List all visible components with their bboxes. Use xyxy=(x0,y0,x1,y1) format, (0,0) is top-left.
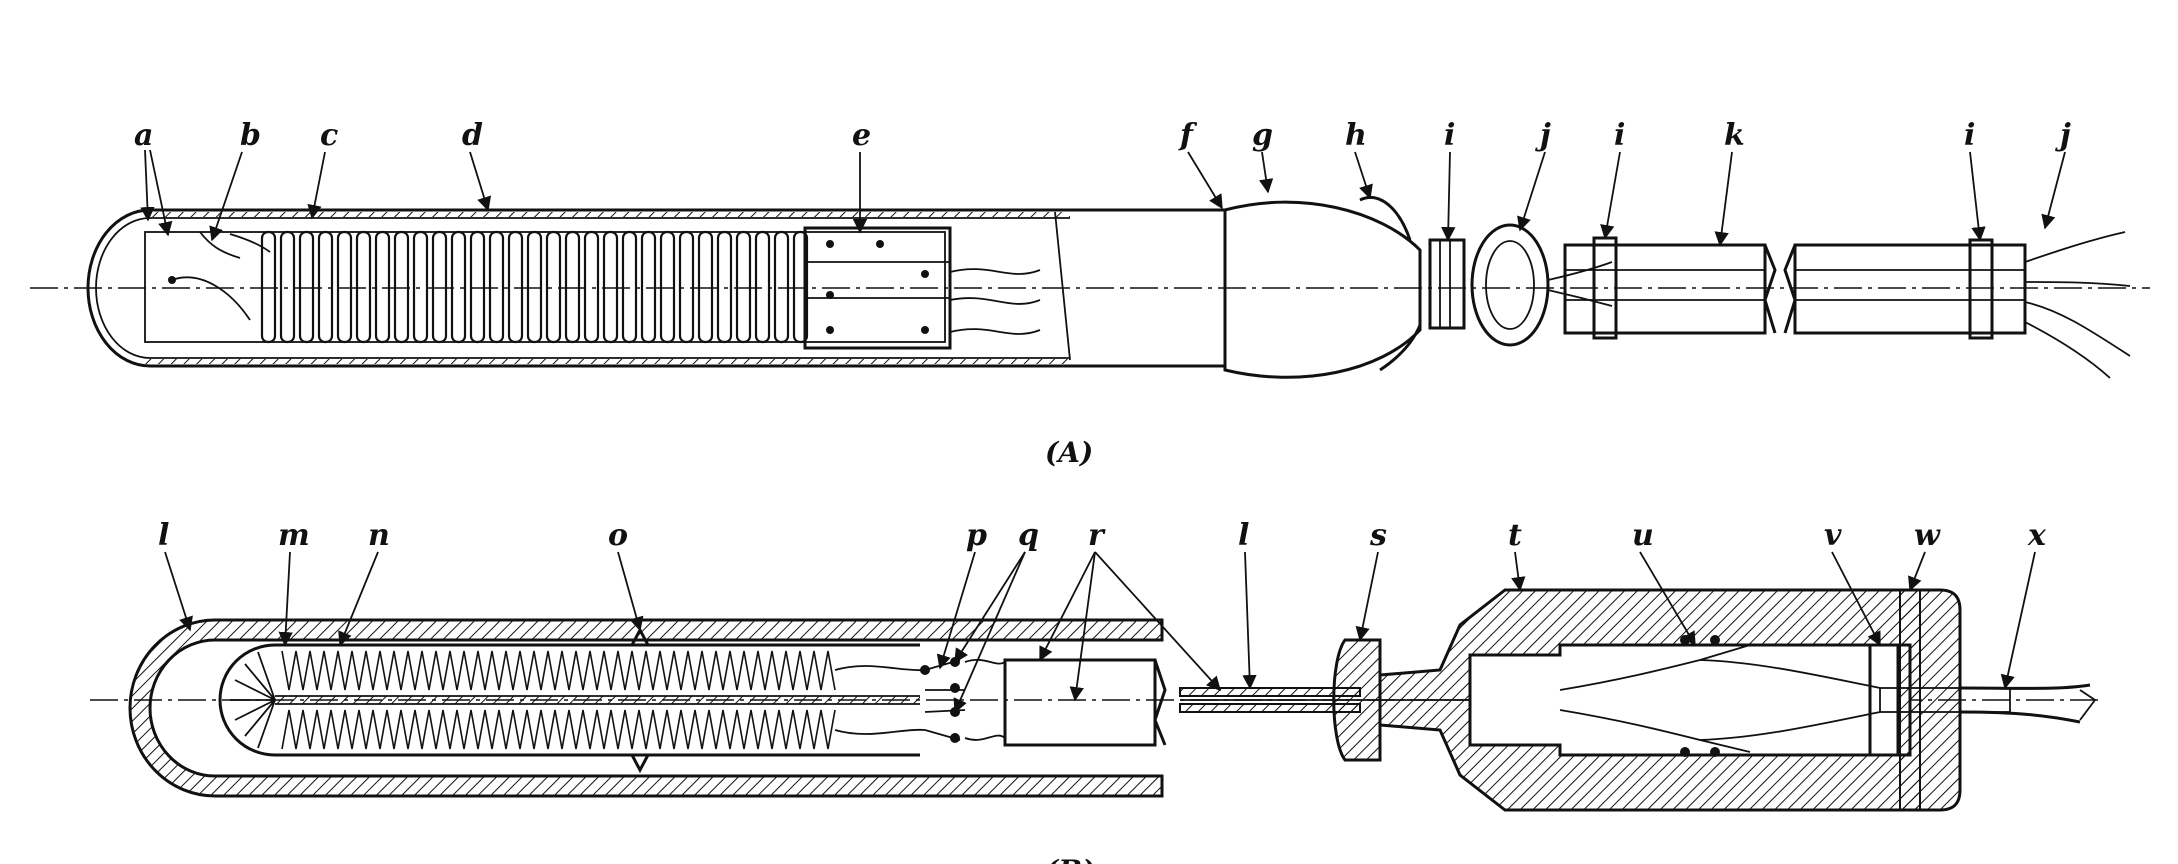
head-t xyxy=(1378,588,1962,812)
fan-end xyxy=(230,651,276,749)
resistance-coil-a xyxy=(260,230,809,344)
label-i-1: i xyxy=(1444,118,1455,153)
label-d: d xyxy=(462,118,483,153)
label-j-1: j xyxy=(1535,118,1551,153)
label-h: h xyxy=(1345,118,1367,153)
gland-nut-s xyxy=(1332,638,1382,762)
label-i-3: i xyxy=(1964,118,1975,153)
labels-a: a b c d e f g h i j i k i j xyxy=(134,118,2071,153)
lead-wires-a xyxy=(168,231,271,321)
label-w: w xyxy=(1914,518,1941,553)
label-q: q xyxy=(1018,518,1039,553)
label-o: o xyxy=(608,518,628,553)
caption-a: (A) xyxy=(1045,436,1093,469)
label-x: x xyxy=(2027,518,2047,553)
cable-k xyxy=(1547,243,1777,335)
terminal-block-a xyxy=(803,226,1041,350)
mandrel-a xyxy=(144,231,946,343)
leaders-b xyxy=(164,551,2036,714)
mandrel-m xyxy=(218,643,920,757)
labels-b: l m n o p q r l s t u v w x xyxy=(158,518,2047,553)
label-m: m xyxy=(278,518,310,553)
resistance-coil-n xyxy=(281,650,836,750)
label-i-2: i xyxy=(1614,118,1625,153)
cable-end xyxy=(1783,231,2131,379)
label-n: n xyxy=(368,518,390,553)
figure-b: l m n o p q r l s t u v w x (B) xyxy=(90,518,2100,864)
terminal-block-r xyxy=(964,658,1167,747)
label-l-1: l xyxy=(158,518,169,553)
handle-loop xyxy=(1470,223,1550,347)
label-f: f xyxy=(1178,118,1198,153)
label-u: u xyxy=(1632,518,1654,553)
label-s: s xyxy=(1369,518,1387,553)
band-i-1 xyxy=(1428,238,1466,330)
thermometer-tube-a xyxy=(86,208,1225,368)
stopper-g xyxy=(1223,200,1422,379)
figure-a: a b c d e f g h i j i k i j (A) xyxy=(30,118,2150,469)
label-j-2: j xyxy=(2055,118,2071,153)
cable-x xyxy=(1959,683,2097,724)
label-r: r xyxy=(1088,518,1106,553)
leads-p-q xyxy=(834,657,966,743)
leaders-a xyxy=(140,149,2066,247)
label-e: e xyxy=(852,118,871,153)
label-l-2: l xyxy=(1238,518,1249,553)
grommet-v xyxy=(1868,643,2011,757)
label-v: v xyxy=(1824,518,1842,553)
label-c: c xyxy=(320,118,338,153)
label-a: a xyxy=(134,118,153,153)
label-p: p xyxy=(966,518,987,553)
clamp-w xyxy=(1899,589,1921,811)
band-i-3 xyxy=(1968,238,1994,340)
protecting-tube-l xyxy=(128,618,1164,798)
label-b: b xyxy=(240,118,261,153)
label-t: t xyxy=(1508,518,1522,553)
cord-loop-h xyxy=(1359,195,1422,372)
label-g: g xyxy=(1252,118,1273,153)
label-k: k xyxy=(1724,118,1745,153)
caption-b: (B) xyxy=(1045,854,1095,864)
